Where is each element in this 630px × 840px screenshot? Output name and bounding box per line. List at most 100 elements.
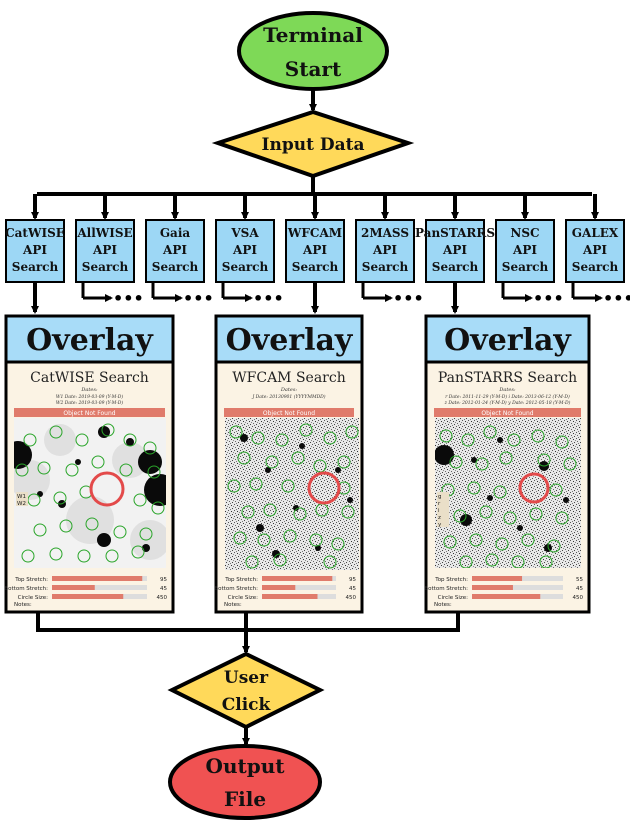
slider-value: 45: [349, 586, 356, 592]
catalog-circle: [475, 457, 489, 471]
api-label: API: [302, 243, 327, 257]
catalog-circle: [549, 483, 563, 497]
star: [98, 426, 110, 438]
star: [471, 457, 477, 463]
catalog-circle: [461, 433, 475, 447]
slider-track[interactable]: [52, 585, 147, 590]
band-tag: W2: [17, 501, 26, 507]
catalog-circle: [439, 429, 453, 443]
catalog-circle: [245, 555, 259, 569]
catalog-circle: [539, 555, 553, 568]
catalog-circle: [75, 433, 89, 447]
api-label: Search: [152, 260, 199, 274]
output-file-node: Output File: [168, 744, 322, 820]
slider-label: Bottom Stretch:: [4, 586, 48, 592]
dates-label: Dates:: [280, 387, 298, 393]
star: [347, 497, 353, 503]
date-line: W2 Date: 2019-03-09 (Y-M-D): [56, 399, 123, 406]
catalog-circle: [293, 507, 307, 521]
sky-image: [225, 418, 359, 570]
notes-label: Notes:: [434, 602, 452, 608]
slider-track[interactable]: [262, 585, 336, 590]
output-label-line2: File: [224, 787, 266, 811]
slider-fill: [472, 576, 523, 581]
catalog-circle: [77, 549, 91, 563]
slider-fill: [52, 594, 124, 599]
catalog-circle: [273, 553, 287, 567]
date-line: r Date: 2011-11-29 (Y-M-D) i Date: 2013-…: [445, 393, 570, 400]
star: [299, 443, 305, 449]
catalog-circle: [151, 501, 165, 515]
catalog-circle: [49, 547, 63, 561]
target-circle: [307, 471, 341, 505]
api-label: Search: [292, 260, 339, 274]
api-label: AllWISE: [76, 226, 132, 240]
ellipsis-text: •••: [253, 289, 284, 308]
catalog-circle: [101, 423, 115, 437]
ellipsis-text: •••: [603, 289, 630, 308]
api-label: Gaia: [160, 226, 191, 240]
catalog-circle: [443, 535, 457, 549]
slider-fill: [262, 594, 318, 599]
catalog-circle: [283, 529, 297, 543]
slider-fill: [52, 585, 95, 590]
catalog-circle: [113, 525, 127, 539]
slider-track[interactable]: [472, 585, 563, 590]
catalog-circle: [331, 537, 345, 551]
api-label: Search: [502, 260, 549, 274]
api-label: Search: [572, 260, 619, 274]
catalog-circle: [59, 519, 73, 533]
star: [460, 514, 472, 526]
terminal-start-node: Terminal Start: [237, 11, 389, 91]
api-label: PanSTARRS: [415, 226, 495, 240]
band-tag: g: [438, 494, 442, 500]
catalog-circle: [33, 523, 47, 537]
slider-value: 95: [160, 577, 167, 583]
star: [272, 550, 280, 558]
api-box-rect: [495, 219, 555, 283]
catalog-circle: [507, 433, 521, 447]
api-label: API: [582, 243, 607, 257]
api-box-rect: [285, 219, 345, 283]
catalog-circle: [131, 545, 145, 559]
search-title: CatWISE Search: [30, 370, 149, 386]
slider-label: Circle Size:: [18, 595, 48, 601]
star: [497, 437, 503, 443]
star: [563, 497, 569, 503]
star: [487, 495, 493, 501]
output-ellipse: [168, 744, 322, 820]
catalog-circle: [265, 455, 279, 469]
input-diamond: [211, 109, 415, 179]
catalog-circle: [123, 433, 137, 447]
catalog-circle: [65, 463, 79, 477]
slider-label: Bottom Stretch:: [424, 586, 468, 592]
star: [293, 505, 299, 511]
catalog-circle: [467, 481, 481, 495]
search-title: WFCAM Search: [232, 370, 345, 386]
not-found-text: Object Not Found: [263, 410, 315, 417]
slider-fill: [52, 576, 143, 581]
slider-value: 450: [573, 595, 584, 601]
dates-label: Dates:: [498, 387, 516, 393]
catalog-circle: [139, 527, 153, 541]
catalog-circle: [85, 517, 99, 531]
catalog-circle: [555, 435, 569, 449]
catalog-circle: [15, 463, 29, 477]
band-tag: W1: [17, 494, 26, 500]
star: [256, 524, 264, 532]
ellipsis-text: •••: [533, 289, 564, 308]
catalog-circle: [345, 425, 359, 439]
not-found-text: Object Not Found: [481, 410, 533, 417]
api-label: API: [372, 243, 397, 257]
slider-value: 450: [157, 595, 168, 601]
api-box-rect: [425, 219, 485, 283]
star: [335, 467, 341, 473]
